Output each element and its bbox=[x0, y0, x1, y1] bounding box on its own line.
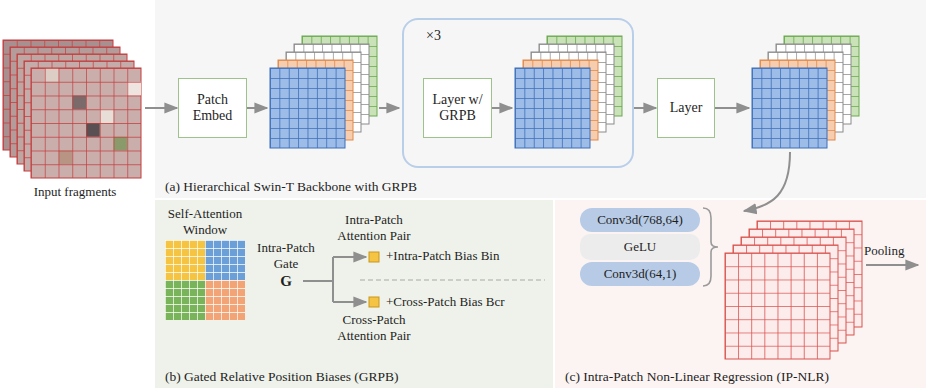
divider-line bbox=[360, 279, 545, 280]
process-box: Layer bbox=[657, 78, 715, 138]
panel-caption: (c) Intra-Patch Non-Linear Regression (I… bbox=[565, 369, 926, 385]
attention-pair bbox=[369, 297, 379, 307]
label-text: Input fragments bbox=[34, 184, 117, 199]
attention-pair bbox=[369, 252, 379, 262]
label-text: Self-Attention Window bbox=[168, 206, 242, 237]
flow-arrow bbox=[379, 107, 399, 109]
feature-stack bbox=[270, 36, 377, 148]
flow-arrow bbox=[245, 107, 267, 109]
input-fragments bbox=[3, 40, 141, 178]
repeat-count: ×3 bbox=[426, 28, 441, 43]
label-text: Cross-Patch Attention Pair bbox=[337, 312, 410, 343]
attention-window bbox=[165, 240, 245, 320]
conv-pill: Conv3d(768,64) bbox=[580, 208, 700, 232]
flow-connector bbox=[634, 107, 656, 109]
fragment-layer bbox=[31, 68, 141, 178]
node-text: Conv3d(64,1) bbox=[604, 266, 677, 282]
label-text: Intra-Patch Gate bbox=[257, 240, 315, 271]
window-grid bbox=[165, 240, 245, 320]
node-text: Layer bbox=[670, 100, 703, 116]
annotation-label: Intra-Patch Gate bbox=[246, 240, 326, 271]
panel-caption: (b) Gated Relative Position Biases (GRPB… bbox=[165, 369, 553, 385]
annotation-label: Intra-Patch Attention Pair bbox=[324, 212, 424, 243]
conv-pill: Conv3d(64,1) bbox=[580, 262, 700, 286]
annotation-label: Self-Attention Window bbox=[155, 206, 255, 237]
annotation-label: G bbox=[280, 272, 292, 290]
annotation-label: Pooling bbox=[864, 243, 904, 259]
score-map bbox=[725, 253, 830, 359]
activation-box: GeLU bbox=[580, 234, 700, 260]
flow-arrow bbox=[490, 107, 512, 109]
process-box: Layer w/ GRPB bbox=[423, 78, 492, 138]
label-text: +Intra-Patch Bias Bin bbox=[386, 248, 499, 263]
feature-map bbox=[752, 68, 827, 148]
label-text: Intra-Patch Attention Pair bbox=[337, 212, 410, 243]
node-text: Layer w/ GRPB bbox=[427, 92, 488, 124]
feature-stack bbox=[515, 36, 622, 148]
feature-map bbox=[515, 68, 590, 148]
label-text: G bbox=[280, 273, 292, 289]
feature-stack bbox=[752, 36, 859, 148]
annotation-label: Cross-Patch Attention Pair bbox=[319, 312, 429, 343]
process-box: Patch Embed bbox=[178, 78, 247, 138]
fragment-grid bbox=[31, 68, 141, 178]
score-stack bbox=[725, 221, 862, 359]
node-text: Conv3d(768,64) bbox=[597, 212, 683, 228]
annotation-label: Input fragments bbox=[34, 184, 117, 200]
repeat-frame: ×3Layer w/ GRPB bbox=[402, 18, 634, 168]
flow-arrow bbox=[744, 152, 790, 211]
panel-caption: (a) Hierarchical Swin-T Backbone with GR… bbox=[165, 179, 926, 195]
annotation-label: +Cross-Patch Bias Bcr bbox=[386, 294, 505, 310]
flow-arrow bbox=[145, 107, 177, 109]
feature-map bbox=[270, 68, 345, 148]
gate-arrow bbox=[333, 256, 366, 258]
node-text: GeLU bbox=[624, 239, 657, 255]
node-text: Patch Embed bbox=[182, 92, 243, 124]
flow-arrow bbox=[715, 107, 749, 109]
label-text: Pooling bbox=[864, 243, 904, 258]
gate-split bbox=[303, 257, 333, 302]
brace bbox=[703, 208, 718, 286]
label-text: +Cross-Patch Bias Bcr bbox=[386, 294, 505, 309]
gate-arrow bbox=[333, 301, 366, 303]
pooling-arrow bbox=[866, 264, 918, 266]
annotation-label: +Intra-Patch Bias Bin bbox=[386, 248, 499, 264]
